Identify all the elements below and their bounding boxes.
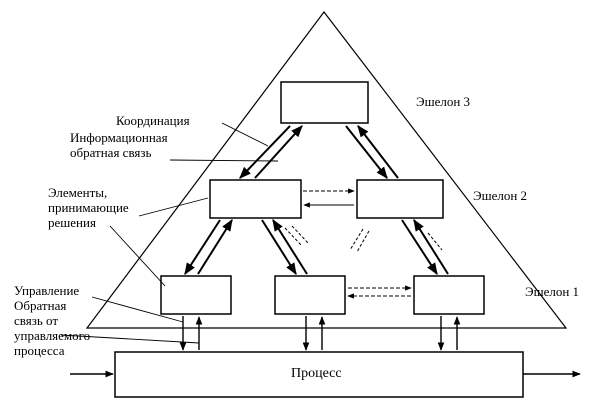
echelon2-unit-right [356, 179, 444, 219]
level2-horizontal-links [303, 188, 355, 208]
echelon2-unit-left [209, 179, 302, 219]
label-echelon-1: Эшелон 1 [525, 284, 580, 299]
label-echelon-2: Эшелон 2 [473, 188, 528, 203]
links-3-2 [239, 125, 399, 179]
process-links [179, 316, 461, 351]
echelon1-unit-2 [274, 275, 346, 315]
label-decision-elements: Элементы, принимающие решения [48, 185, 129, 230]
echelon1-unit-1 [160, 275, 232, 315]
links-2-1 [184, 218, 449, 276]
echelon3-unit [280, 81, 369, 124]
label-process-feedback: Обратная связь от управляемого процесса [14, 298, 91, 358]
label-control: Управление [14, 283, 80, 298]
label-echelon-3: Эшелон 3 [416, 94, 471, 109]
label-info-feedback: Информационная обратная связь [70, 130, 168, 160]
echelon1-unit-3 [413, 275, 485, 315]
dashed-influence-marks [284, 225, 443, 253]
label-coordination: Координация [116, 113, 190, 128]
level1-horizontal-links [347, 285, 412, 299]
label-process: Процесс [291, 366, 342, 381]
echelon-triangle [85, 11, 568, 329]
leader-lines [60, 122, 279, 344]
